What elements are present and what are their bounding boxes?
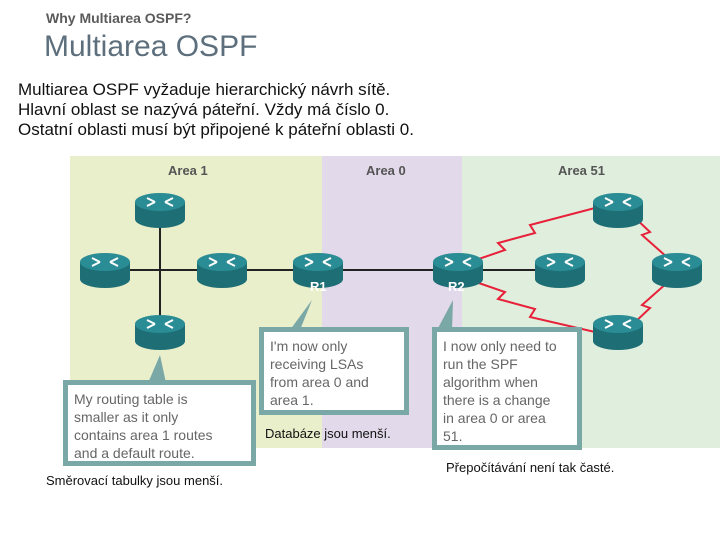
serial-r2-bottom: [469, 279, 596, 333]
slide-title: Multiarea OSPF: [44, 30, 258, 63]
pointer-area0: [290, 300, 312, 330]
callout-area1-line-2: smaller as it only: [74, 409, 179, 425]
callout-area51-line-4: there is a change: [443, 392, 551, 408]
callout-area51-line-3: algorithm when: [443, 374, 538, 390]
router-area1-top-icon: [135, 193, 185, 228]
area-0-label: Area 0: [366, 163, 406, 178]
pointer-area1: [148, 355, 166, 383]
router-area1-left-icon: [80, 253, 130, 288]
router-area1-mid-icon: [197, 253, 247, 288]
router-r2-icon: [433, 253, 483, 288]
serial-top-right: [631, 214, 669, 259]
caption-spf: Přepočítávání není tak časté.: [446, 460, 615, 475]
router-area51-right-icon: [652, 253, 702, 288]
callout-area51-line-6: 51.: [443, 428, 463, 444]
callout-area51-line-2: run the SPF: [443, 356, 518, 372]
area-51-label: Area 51: [558, 163, 605, 178]
body-line-1: Multiarea OSPF vyžaduje hierarchický náv…: [18, 80, 391, 99]
area-1-label: Area 1: [168, 163, 208, 178]
callout-area0-line-2: receiving LSAs: [270, 356, 364, 372]
serial-bottom-right: [631, 281, 669, 326]
callout-area1: My routing table is smaller as it only c…: [63, 380, 256, 466]
callout-area1-line-1: My routing table is: [74, 391, 188, 407]
callout-area51-line-5: in area 0 or area: [443, 410, 546, 426]
callout-area51: I now only need to run the SPF algorithm…: [432, 327, 582, 450]
router-area51-mid-icon: [535, 253, 585, 288]
router-area1-bottom-icon: [135, 315, 185, 350]
callout-area51-line-1: I now only need to: [443, 338, 557, 354]
pointer-area51: [437, 300, 453, 330]
router-r1-label: R1: [310, 279, 327, 294]
callout-area1-line-3: contains area 1 routes: [74, 427, 213, 443]
serial-r2-top: [469, 207, 596, 263]
callout-area0-line-4: area 1.: [270, 392, 314, 408]
router-r2-label: R2: [448, 279, 465, 294]
callout-area0-line-1: I'm now only: [270, 338, 348, 354]
router-area51-bottom-icon: [593, 315, 643, 350]
body-line-2: Hlavní oblast se nazývá páteřní. Vždy má…: [18, 100, 390, 119]
router-area51-top-icon: [593, 193, 643, 228]
body-line-3: Ostatní oblasti musí být připojené k pát…: [18, 120, 414, 139]
callout-area0-line-3: from area 0 and: [270, 374, 369, 390]
router-r1-icon: [293, 253, 343, 288]
caption-routing-tables: Směrovací tabulky jsou menší.: [46, 473, 224, 488]
callout-area0: I'm now only receiving LSAs from area 0 …: [259, 327, 409, 415]
section-label: Why Multiarea OSPF?: [46, 10, 192, 26]
caption-database: Databáze jsou menší.: [265, 426, 391, 441]
callout-area1-line-4: and a default route.: [74, 445, 195, 461]
